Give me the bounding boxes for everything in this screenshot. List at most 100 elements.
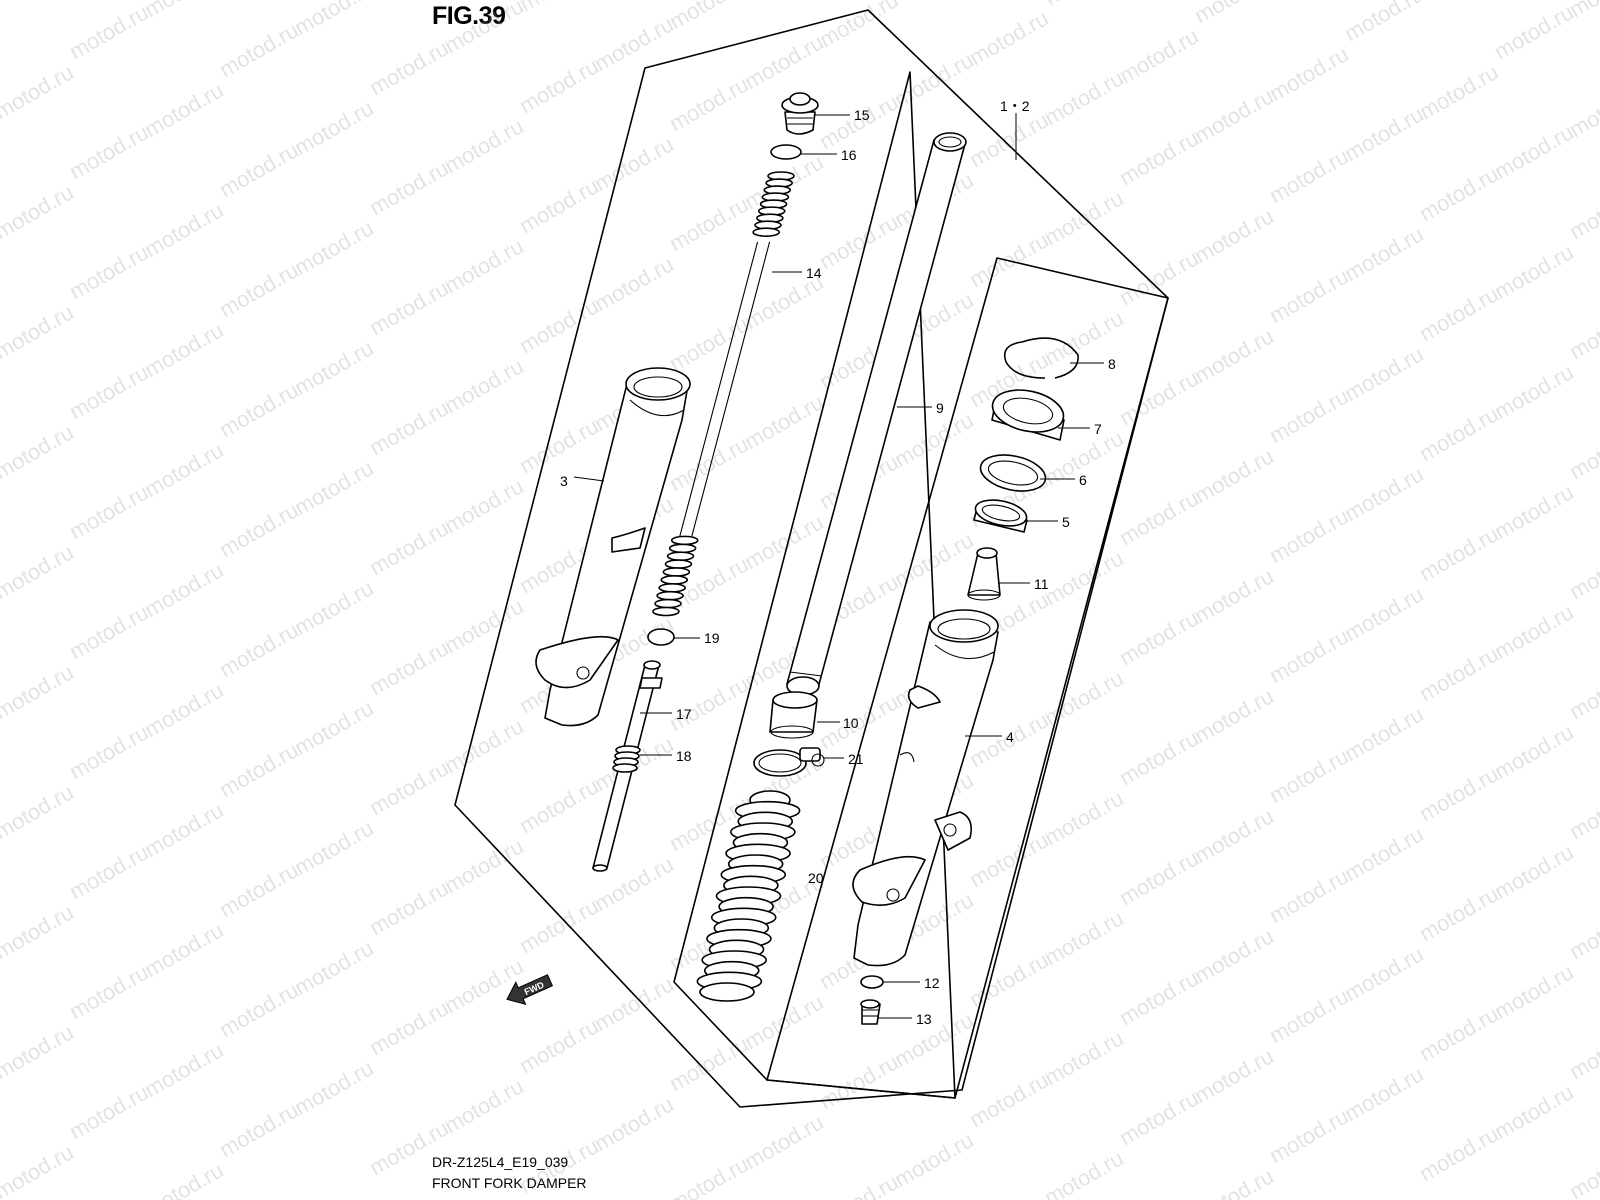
- watermark-text: motod.ru: [290, 695, 378, 760]
- watermark-text: motod.ru: [1115, 845, 1203, 910]
- watermark-text: motod.ru: [65, 599, 153, 664]
- watermark-text: motod.ru: [1115, 605, 1203, 670]
- watermark-text: motod.ru: [1490, 479, 1578, 544]
- watermark-text: motod.ru: [1265, 623, 1353, 688]
- watermark-text: motod.ru: [365, 155, 453, 220]
- watermark-text: motod.ru: [290, 0, 378, 40]
- watermark-text: motod.ru: [1415, 521, 1503, 586]
- watermark-text: motod.ru: [815, 209, 903, 274]
- watermark-text: motod.ru: [740, 29, 828, 94]
- watermark-text: motod.ru: [140, 917, 228, 982]
- watermark-text: motod.ru: [290, 575, 378, 640]
- watermark-text: motod.ru: [1565, 179, 1600, 244]
- watermark-text: motod.ru: [0, 659, 78, 724]
- watermark-text: motod.ru: [365, 995, 453, 1060]
- watermark-text: motod.ru: [890, 527, 978, 592]
- watermark-text: motod.ru: [1040, 905, 1128, 970]
- watermark-text: motod.ru: [65, 719, 153, 784]
- watermark-text: motod.ru: [1340, 341, 1428, 406]
- watermark-text: motod.ru: [965, 827, 1053, 892]
- spring-coil: [656, 590, 684, 601]
- watermark-text: motod.ru: [590, 1091, 678, 1156]
- watermark-text: motod.ru: [0, 539, 78, 604]
- watermark-text: motod.ru: [0, 779, 78, 844]
- watermark-text: motod.ru: [1340, 461, 1428, 526]
- watermark-text: motod.ru: [140, 0, 228, 22]
- watermark-text: motod.ru: [1265, 983, 1353, 1048]
- spring-coil: [668, 543, 697, 554]
- part-11-oil-lock-piece: [967, 547, 1001, 601]
- spring-coil: [654, 598, 682, 609]
- watermark-text: motod.ru: [1040, 665, 1128, 730]
- watermark-text: motod.ru: [1115, 965, 1203, 1030]
- watermark-text: motod.ru: [0, 0, 78, 4]
- watermark-text: motod.ru: [440, 833, 528, 898]
- watermark-text: motod.ru: [1415, 161, 1503, 226]
- callout-3: 3: [560, 473, 568, 489]
- boot-fold: [699, 982, 755, 1002]
- watermark-text: motod.ru: [1190, 563, 1278, 628]
- fwd-label: FWD: [523, 979, 546, 997]
- spring-coil: [660, 575, 689, 585]
- watermark-text: motod.ru: [1490, 239, 1578, 304]
- watermark-text: motod.ru: [215, 257, 303, 322]
- watermark-text: motod.ru: [1115, 245, 1203, 310]
- part-8-circlip: [1003, 337, 1079, 379]
- watermark-text: motod.ru: [365, 755, 453, 820]
- callout-13: 13: [916, 1011, 932, 1027]
- callout-9: 9: [936, 400, 944, 416]
- part-20-dust-boot: [696, 790, 801, 1002]
- watermark-text: motod.ru: [1565, 299, 1600, 364]
- watermark-text: motod.ru: [440, 713, 528, 778]
- watermark-text: motod.ru: [1190, 0, 1278, 28]
- watermark-text: motod.ru: [515, 53, 603, 118]
- watermark-text: motod.ru: [1115, 485, 1203, 550]
- watermark-text: motod.ru: [1415, 1001, 1503, 1066]
- watermark-text: motod.ru: [1340, 0, 1428, 46]
- watermark-text: motod.ru: [215, 497, 303, 562]
- watermark-text: motod.ru: [515, 173, 603, 238]
- watermark-text: motod.ru: [140, 317, 228, 382]
- callout-7: 7: [1094, 421, 1102, 437]
- watermark-text: motod.ru: [365, 515, 453, 580]
- watermark-text: motod.ru: [1190, 923, 1278, 988]
- callout-19: 19: [704, 630, 720, 646]
- watermark-text: motod.ru: [65, 479, 153, 544]
- watermark-text: motod.ru: [1265, 503, 1353, 568]
- watermark-text: motod.ru: [440, 113, 528, 178]
- part-5-bush: [973, 499, 1028, 533]
- watermark-text: motod.ru: [1415, 281, 1503, 346]
- part-6-washer: [979, 454, 1047, 492]
- callout-16: 16: [841, 147, 857, 163]
- watermark-text: motod.ru: [440, 233, 528, 298]
- watermark-text: motod.ru: [1565, 419, 1600, 484]
- watermark-text: motod.ru: [815, 0, 903, 52]
- watermark-text: motod.ru: [1565, 779, 1600, 844]
- callout-10: 10: [843, 715, 859, 731]
- watermark-text: motod.ru: [590, 11, 678, 76]
- part-7-oil-seal: [991, 389, 1065, 441]
- spring-coil: [752, 227, 780, 237]
- watermark-text: motod.ru: [215, 737, 303, 802]
- watermark-text: motod.ru: [290, 455, 378, 520]
- watermark-text: motod.ru: [1415, 641, 1503, 706]
- watermark-text: motod.ru: [1190, 203, 1278, 268]
- callout-14: 14: [806, 265, 822, 281]
- watermark-text: motod.ru: [1265, 863, 1353, 928]
- watermark-text: motod.ru: [1565, 899, 1600, 964]
- part-14-fork-spring: [652, 171, 795, 617]
- watermark-text: motod.ru: [1565, 1019, 1600, 1084]
- callout-8: 8: [1108, 356, 1116, 372]
- watermark-text: motod.ru: [440, 1073, 528, 1138]
- watermark-text: motod.ru: [1040, 1025, 1128, 1090]
- watermark-text: motod.ru: [965, 1067, 1053, 1132]
- outer-assembly-outline: [454, 9, 1169, 1108]
- watermark-text: motod.ru: [1340, 581, 1428, 646]
- watermark-text: motod.ru: [1565, 1139, 1600, 1200]
- watermark-text: motod.ru: [65, 239, 153, 304]
- watermark-text: motod.ru: [965, 107, 1053, 172]
- spring-coil: [662, 567, 691, 577]
- watermark-text: motod.ru: [1040, 1145, 1128, 1200]
- watermark-text: motod.ru: [1565, 659, 1600, 724]
